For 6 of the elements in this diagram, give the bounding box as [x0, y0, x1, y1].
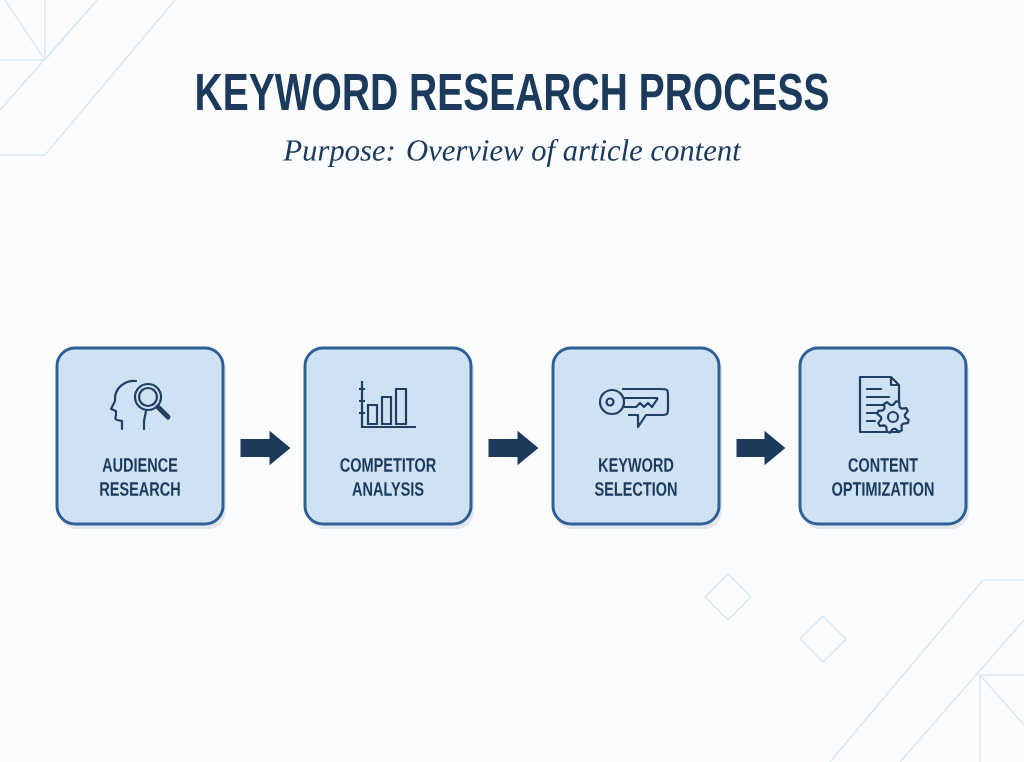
process-box: AUDIENCE RESEARCH	[55, 346, 226, 529]
subtitle: Purpose: Overview of article content	[283, 138, 742, 168]
process-box: KEYWORD SELECTION	[551, 346, 722, 529]
process-box: COMPETITOR ANALYSIS	[303, 346, 474, 529]
process-box: CONTENT OPTIMIZATION	[798, 346, 969, 529]
title: KEYWORD RESEARCH PROCESS	[197, 73, 828, 111]
